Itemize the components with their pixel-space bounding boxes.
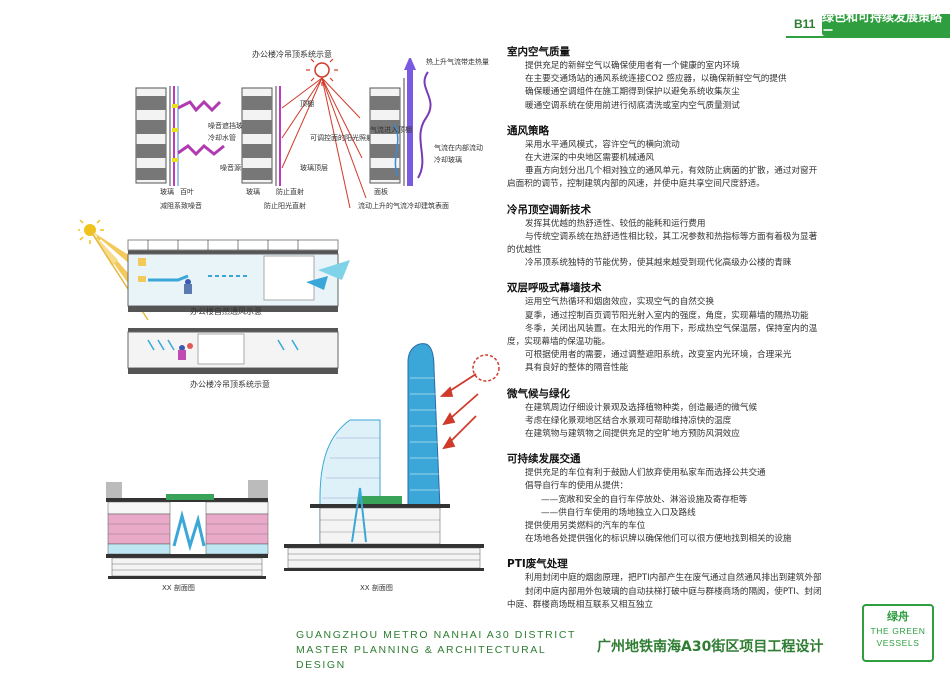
section-title: 通风策略 (507, 124, 549, 137)
section-line: 夏季，通过控制百页调节阳光射入室内的强度，角度，实现幕墙的隔热功能 (525, 310, 809, 321)
svg-text:百叶: 百叶 (180, 187, 194, 196)
svg-text:气流进入顶棚: 气流进入顶棚 (370, 125, 412, 134)
svg-text:噪音遮挡玻璃: 噪音遮挡玻璃 (208, 121, 250, 130)
svg-text:XX 剖面图: XX 剖面图 (360, 583, 393, 592)
section-line: 垂直方向划分出几个相对独立的通风单元，有效防止病菌的扩散，通过对窗开 (525, 166, 818, 177)
svg-text:冷却水管: 冷却水管 (208, 133, 236, 142)
section-4: 微气候与绿化在建筑周边仔细设计景观及选择植物种类，创造最适的微气候考虑在绿化景观… (507, 386, 867, 442)
section-line: 封闭中庭内部用外包玻璃的自动扶梯打破中庭与群楼商场的隔阂，使PTI、封闭 (525, 586, 822, 597)
section-line: 的优越性 (507, 245, 542, 256)
svg-text:XX 剖面图: XX 剖面图 (162, 583, 195, 592)
footer-en-line2: MASTER PLANNING & ARCHITECTURAL DESIGN (296, 644, 546, 671)
section-tag: 绿色和可持续发展策略二 (822, 10, 950, 41)
section-line: ——供自行车使用的场地独立入口及路线 (541, 507, 696, 518)
section-line: 在主要交通场站的通风系统连接CO2 感应器，以确保新鲜空气的提供 (525, 74, 787, 85)
section-line: 启面积的调节，控制建筑内部的风速，并使中庭共享空间尺度舒适。 (507, 179, 765, 190)
section-line: 提供充足的新鲜空气以确保使用者有一个健康的室内环境 (525, 61, 740, 71)
badge-en-2: VESSELS (876, 638, 920, 648)
section-line: 考虑在绿化景观地区结合水景观可帮助维持凉快的温度 (525, 415, 732, 426)
section-line: 倡导自行车的使用从提供： (525, 481, 629, 492)
sun-icon (306, 58, 338, 86)
svg-text:热上升气流带走热量: 热上升气流带走热量 (426, 58, 489, 66)
section-line: 中庭、群楼商场既相互联系又相互独立 (507, 599, 654, 610)
sun-icon (78, 220, 104, 244)
footer-en-line1: GUANGZHOU METRO NANHAI A30 DISTRICT (296, 629, 577, 641)
section-1: 通风策略采用水平通风模式，容许空气的横向流动在大进深的中央地区需要机械通风垂直方… (507, 123, 867, 192)
mid-caption-ventilation: 办公楼自然通风示意 (190, 307, 262, 316)
svg-text:玻璃: 玻璃 (246, 187, 260, 196)
section-title: 可持续发展交通 (507, 453, 581, 466)
section-line: 度，实现幕墙的保温功能。 (507, 337, 611, 348)
svg-text:玻璃: 玻璃 (160, 187, 174, 196)
project-badge: 绿舟 THE GREEN VESSELS (862, 604, 934, 662)
svg-text:防止直射: 防止直射 (276, 187, 304, 196)
section-0: 室内空气质量提供充足的新鲜空气以确保使用者有一个健康的室内环境在主要交通场站的通… (507, 44, 867, 113)
section-title: 冷吊顶空调新技术 (507, 203, 591, 216)
top-figure-title: 办公楼冷吊顶系统示意 (252, 50, 332, 59)
svg-text:玻璃顶层: 玻璃顶层 (300, 163, 328, 172)
section-line: 运用空气热循环和烟囱效应，实现空气的自然交换 (525, 297, 715, 308)
section-1: 噪音遮挡玻璃 冷却水管 噪音源 玻璃 百叶 减阻系致噪音 (135, 86, 250, 210)
section-line: 利用封闭中庭的烟囱原理，把PTI内部产生在废气通过自然通风排出到建筑外部 (525, 573, 822, 584)
section-line: 提供充足的车位有利于鼓励人们放弃使用私家车而选择公共交通 (525, 468, 766, 479)
section-line: 可根据使用者的需要，通过调整遮阳系统，改变室内光环境，合理采光 (525, 350, 792, 361)
section-line: 在大进深的中央地区需要机械通风 (525, 153, 654, 164)
footer-chinese-title: 广州地铁南海A30街区项目工程设计 (597, 639, 824, 655)
section-3: 热上升气流带走热量 气流进入顶棚 气流在内部流动 冷却玻璃 面板 流动上升的气流… (358, 58, 489, 210)
section-drawing-right: XX 剖面图 (284, 343, 500, 592)
svg-text:面板: 面板 (374, 187, 388, 196)
svg-text:冷却玻璃: 冷却玻璃 (434, 155, 462, 164)
section-line: 与传统空调系统在热舒适性相比较，其工况参数和热指标等方面有着极为显著 (525, 231, 818, 242)
section-line: 在场地各处提供强化的标识牌以确保他们可以很方便地找到相关的设施 (525, 534, 792, 545)
section-line: 在建筑物与建筑物之间提供充足的空旷地方预防风洞效应 (525, 429, 740, 440)
section-title: PTI废气处理 (507, 558, 568, 571)
svg-text:顶棚: 顶棚 (300, 99, 314, 108)
section-line: 冬季，关闭出风装置。在太阳光的作用下，形成热空气保温层，保持室内的温 (525, 323, 818, 334)
section-title: 室内空气质量 (507, 46, 570, 58)
section-line: 提供使用另类燃料的汽车的车位 (525, 521, 646, 532)
section-line: 暖通空调系统在使用前进行彻底清洗或室内空气质量测试 (525, 100, 740, 111)
section-3: 双层呼吸式幕墙技术运用空气热循环和烟囱效应，实现空气的自然交换夏季，通过控制百页… (507, 280, 867, 375)
badge-cn: 绿舟 (887, 610, 909, 623)
section-line: ——宽敞和安全的自行车停放处、淋浴设施及寄存柜等 (541, 494, 748, 505)
section-6: PTI废气处理利用封闭中庭的烟囱原理，把PTI内部产生在废气通过自然通风排出到建… (507, 556, 867, 612)
section-line: 在建筑周边仔细设计景观及选择植物种类，创造最适的微气候 (525, 402, 758, 413)
section-5: 可持续发展交通提供充足的车位有利于鼓励人们放弃使用私家车而选择公共交通倡导自行车… (507, 451, 867, 546)
badge-en-1: THE GREEN (870, 626, 926, 636)
section-title: 双层呼吸式幕墙技术 (507, 282, 602, 295)
section-line: 确保暖通空调组件在施工期得到保护以避免系统收集灰尘 (525, 87, 740, 98)
mid-caption-ceiling: 办公楼冷吊顶系统示意 (190, 380, 270, 389)
ventilation-diagram (78, 220, 350, 374)
strategy-text: 室内空气质量提供充足的新鲜空气以确保使用者有一个健康的室内环境在主要交通场站的通… (507, 44, 867, 614)
section-2: 冷吊顶空调新技术发挥其优越的热舒适性、较低的能耗和运行费用与传统空调系统在热舒适… (507, 202, 867, 271)
svg-text:减阻系致噪音: 减阻系致噪音 (160, 201, 202, 210)
section-line: 采用水平通风模式，容许空气的横向流动 (525, 139, 680, 150)
svg-text:可调控面的阳光照射: 可调控面的阳光照射 (310, 133, 373, 142)
page-code: B11 (794, 17, 816, 31)
svg-text:防止阳光直射: 防止阳光直射 (264, 201, 306, 210)
section-line: 发挥其优越的热舒适性、较低的能耗和运行费用 (525, 218, 706, 229)
cold-ceiling-diagram: 噪音遮挡玻璃 冷却水管 噪音源 玻璃 百叶 减阻系致噪音 顶棚 可调控面的阳光照… (135, 58, 489, 210)
header-rule (786, 36, 950, 38)
svg-text:流动上升的气流冷却建筑表面: 流动上升的气流冷却建筑表面 (358, 201, 449, 210)
section-title: 微气候与绿化 (507, 387, 570, 400)
svg-text:噪音源: 噪音源 (220, 163, 241, 172)
section-line: 冷吊顶系统独特的节能优势，使其越来越受到现代化高级办公楼的青睐 (525, 258, 792, 269)
section-line: 具有良好的整体的隔音性能 (525, 363, 629, 374)
section-2: 顶棚 可调控面的阳光照射 玻璃顶层 玻璃 防止直射 防止阳光直射 (241, 77, 373, 210)
section-drawing-left: XX 剖面图 (106, 480, 269, 592)
svg-text:气流在内部流动: 气流在内部流动 (434, 143, 483, 152)
footer-english: GUANGZHOU METRO NANHAI A30 DISTRICT MAST… (296, 628, 596, 671)
